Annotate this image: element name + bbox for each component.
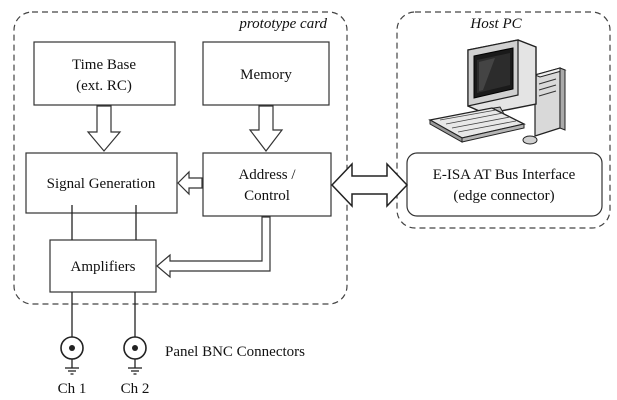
host-pc-group: [396, 11, 611, 229]
prototype-card-label: prototype card: [238, 16, 327, 32]
signal-generation-label: Signal Generation: [47, 176, 156, 192]
address-to-amplifiers-arrow: [156, 216, 271, 279]
computer-icon: [428, 39, 567, 145]
bus-interface-label: E-ISA AT Bus Interface: [433, 167, 576, 183]
bnc-connector-icon: [123, 336, 147, 375]
bus-interface-sublabel: (edge connector): [453, 188, 554, 204]
host-pc-label: Host PC: [469, 16, 522, 32]
time-base-label: Time Base: [72, 57, 136, 73]
time-base-sublabel: (ext. RC): [76, 78, 132, 94]
ch2-label: Ch 2: [121, 381, 150, 397]
memory-to-address-arrow: [248, 105, 284, 152]
bnc-connector-icon: [60, 336, 84, 375]
timebase-to-signal-arrow: [86, 105, 122, 152]
signal-generation-block: [25, 152, 178, 214]
prototype-card-group: [13, 11, 348, 305]
amplifiers-block: [49, 239, 157, 293]
memory-label: Memory: [240, 67, 292, 83]
memory-block: [202, 41, 330, 106]
address-control-sublabel: Control: [244, 188, 290, 204]
address-control-label: Address /: [238, 167, 296, 183]
address-to-signal-arrow: [177, 170, 203, 196]
amplifiers-label: Amplifiers: [71, 259, 136, 275]
time-base-block: [33, 41, 176, 106]
ch1-label: Ch 1: [58, 381, 87, 397]
bus-interface-block: [406, 152, 603, 217]
bus-bidirectional-arrow: [330, 162, 409, 208]
panel-bnc-caption: Panel BNC Connectors: [165, 344, 305, 360]
address-control-block: [202, 152, 332, 217]
